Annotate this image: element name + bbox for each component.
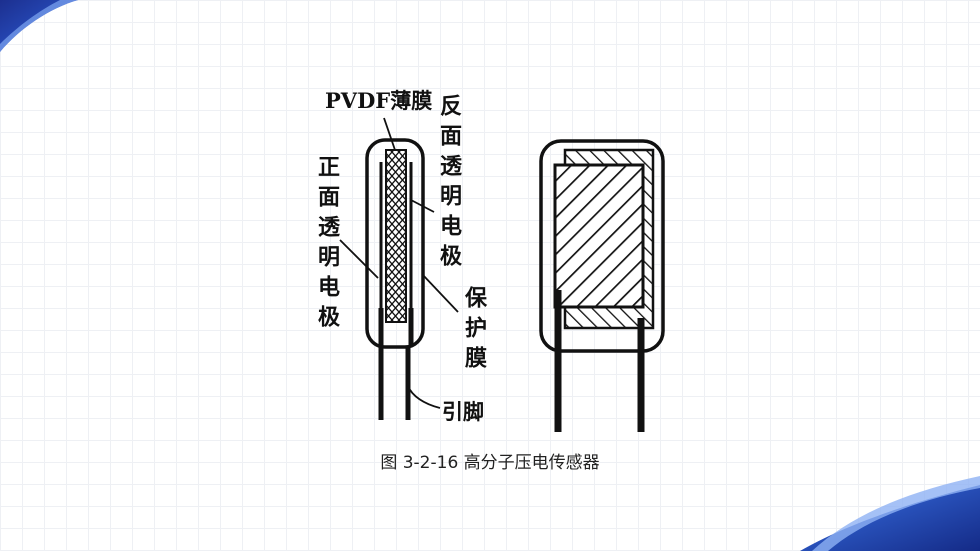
label-front-electrode: 正面透明电极 xyxy=(314,155,340,335)
pvdf-film-strip xyxy=(385,149,407,323)
sensor-cross-section xyxy=(339,117,459,420)
sensor-front-view xyxy=(539,139,665,432)
label-protective-film: 保护膜 xyxy=(461,286,488,376)
front-view-pvdf-block xyxy=(553,163,645,309)
corner-decoration-top-left xyxy=(0,0,78,52)
front-view-outer-film xyxy=(539,139,665,353)
protective-film-outline xyxy=(365,138,425,349)
corner-decoration-bottom-right xyxy=(800,476,980,551)
label-pins: 引脚 xyxy=(442,399,484,424)
label-pvdf-film: PVDF薄膜 xyxy=(325,88,432,113)
figure-caption: 图 3-2-16 高分子压电传感器 xyxy=(380,453,600,473)
label-back-electrode: 反面透明电极 xyxy=(436,94,462,274)
